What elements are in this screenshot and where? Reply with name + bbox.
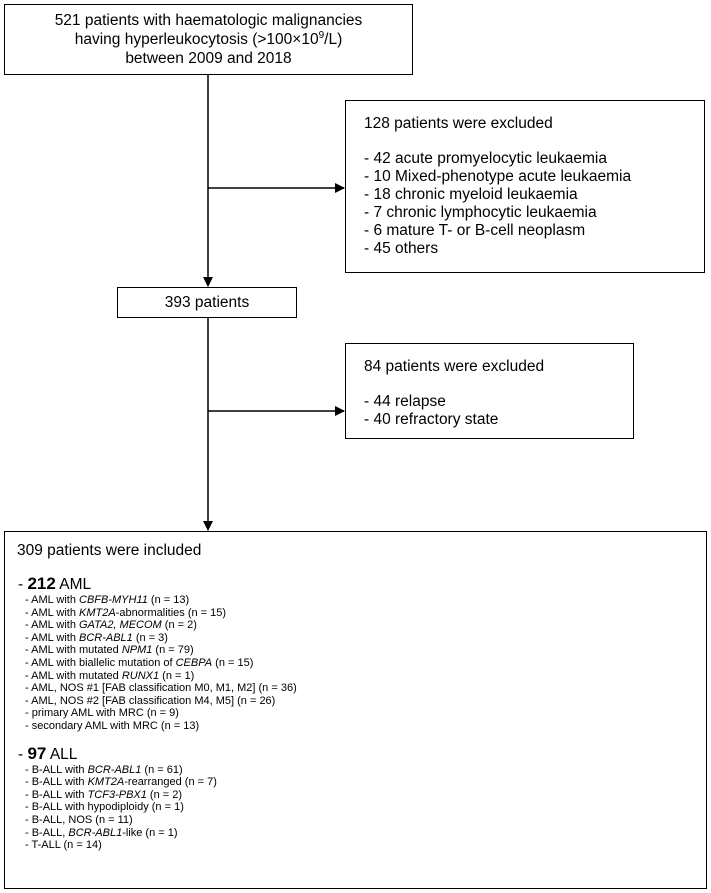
- excluded-1-item: - 18 chronic myeloid leukaemia: [364, 186, 578, 203]
- aml-subtype-item: - AML with mutated NPM1 (n = 79): [25, 644, 194, 657]
- included-cohort-box: 309 patients were included - 212 AML - A…: [4, 531, 707, 889]
- aml-subtype-item: - AML, NOS #1 [FAB classification M0, M1…: [25, 682, 297, 695]
- initial-cohort-line-1: 521 patients with haematologic malignanc…: [54, 12, 363, 29]
- aml-subtype-item: - AML with BCR-ABL1 (n = 3): [25, 631, 168, 644]
- all-subtype-list: - B-ALL with BCR-ABL1 (n = 61)- B-ALL wi…: [17, 764, 706, 852]
- aml-subtype-item: - AML with GATA2, MECOM (n = 2): [25, 619, 197, 632]
- excluded-1-list: - 42 acute promyelocytic leukaemia- 10 M…: [364, 150, 704, 258]
- excluded-2-item: - 40 refractory state: [364, 411, 499, 428]
- excluded-1-item: - 45 others: [364, 240, 439, 257]
- all-subtype-item: - T-ALL (n = 14): [25, 839, 102, 852]
- excluded-1-title: 128 patients were excluded: [364, 115, 553, 132]
- all-subtype-item: - B-ALL with TCF3-PBX1 (n = 2): [25, 788, 183, 801]
- all-group-heading: - 97 ALL: [18, 743, 78, 763]
- excluded-2-title: 84 patients were excluded: [364, 358, 545, 375]
- aml-subtype-item: - AML with KMT2A-abnormalities (n = 15): [25, 606, 227, 619]
- all-subtype-item: - B-ALL, BCR-ABL1-like (n = 1): [25, 826, 178, 839]
- excluded-2-list: - 44 relapse- 40 refractory state: [364, 393, 633, 429]
- excluded-box-2: 84 patients were excluded - 44 relapse- …: [345, 343, 634, 439]
- included-title: 309 patients were included: [17, 542, 202, 559]
- aml-subtype-item: - AML with mutated RUNX1 (n = 1): [25, 669, 195, 682]
- all-subtype-item: - B-ALL, NOS (n = 11): [25, 813, 133, 826]
- intermediate-cohort-label: 393 patients: [164, 293, 250, 311]
- initial-cohort-line-2: having hyperleukocytosis (>100×109/L): [74, 29, 343, 48]
- all-subtype-item: - B-ALL with KMT2A-rearranged (n = 7): [25, 776, 217, 789]
- aml-group-heading: - 212 AML: [18, 574, 92, 594]
- aml-subtype-item: - secondary AML with MRC (n = 13): [25, 719, 200, 732]
- excluded-1-item: - 42 acute promyelocytic leukaemia: [364, 150, 607, 167]
- initial-cohort-line-3: between 2009 and 2018: [125, 50, 292, 67]
- all-subtype-item: - B-ALL with BCR-ABL1 (n = 61): [25, 763, 183, 776]
- initial-cohort-box: 521 patients with haematologic malignanc…: [4, 4, 413, 75]
- excluded-1-item: - 10 Mixed-phenotype acute leukaemia: [364, 168, 632, 185]
- excluded-box-1: 128 patients were excluded - 42 acute pr…: [345, 100, 705, 273]
- aml-subtype-item: - AML, NOS #2 [FAB classification M4, M5…: [25, 694, 276, 707]
- aml-subtype-list: - AML with CBFB-MYH11 (n = 13)- AML with…: [17, 594, 706, 733]
- all-subtype-item: - B-ALL with hypodiploidy (n = 1): [25, 801, 184, 814]
- excluded-1-item: - 7 chronic lymphocytic leukaemia: [364, 204, 597, 221]
- intermediate-cohort-box: 393 patients: [117, 287, 297, 318]
- aml-subtype-item: - primary AML with MRC (n = 9): [25, 707, 179, 720]
- aml-subtype-item: - AML with biallelic mutation of CEBPA (…: [25, 656, 254, 669]
- aml-subtype-item: - AML with CBFB-MYH11 (n = 13): [25, 594, 190, 606]
- excluded-2-item: - 44 relapse: [364, 393, 446, 410]
- excluded-1-item: - 6 mature T- or B-cell neoplasm: [364, 222, 586, 239]
